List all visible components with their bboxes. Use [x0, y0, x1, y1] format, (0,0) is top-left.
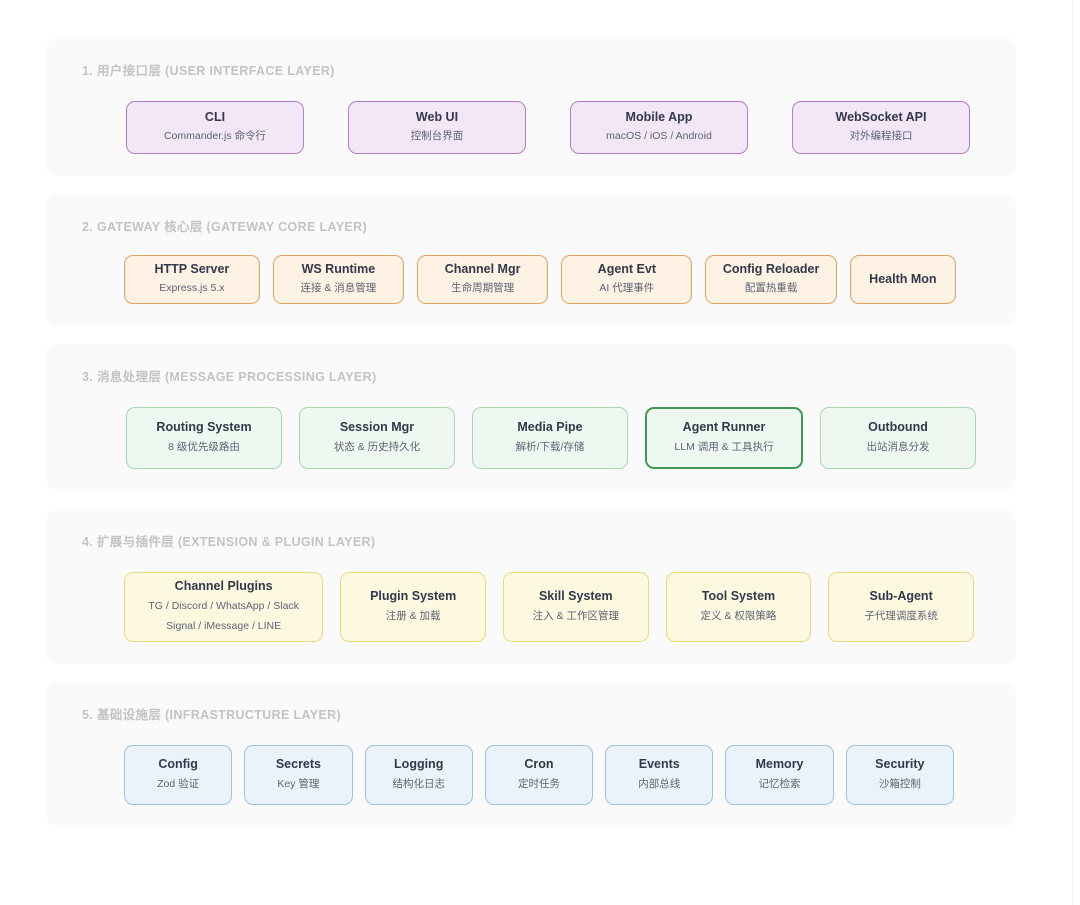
layer-header-5: 5. 基础设施层 (INFRASTRUCTURE LAYER): [82, 708, 342, 722]
node-title: Memory: [755, 757, 804, 772]
layer-stack: 1. 用户接口层 (USER INTERFACE LAYER) CLI Comm…: [46, 38, 1016, 845]
node-title: Media Pipe: [517, 420, 583, 435]
node-config-reloader[interactable]: Config Reloader 配置热重载: [705, 255, 837, 304]
node-tool-system[interactable]: Tool System 定义 & 权限策略: [665, 572, 812, 642]
node-subtitle-line2: Signal / iMessage / LINE: [166, 619, 282, 632]
node-session-mgr[interactable]: Session Mgr 状态 & 历史持久化: [299, 407, 455, 469]
node-title: Plugin System: [370, 589, 457, 604]
node-ws-runtime[interactable]: WS Runtime 连接 & 消息管理: [272, 255, 404, 304]
node-mobile-app[interactable]: Mobile App macOS / iOS / Android: [570, 101, 748, 154]
node-channel-plugins[interactable]: Channel Plugins TG / Discord / WhatsApp …: [124, 572, 324, 642]
node-subtitle: TG / Discord / WhatsApp / Slack: [148, 600, 299, 613]
node-title: Session Mgr: [339, 420, 415, 435]
layer-header-4: 4. 扩展与插件层 (EXTENSION & PLUGIN LAYER): [82, 535, 376, 549]
layer-header-2: 2. GATEWAY 核心层 (GATEWAY CORE LAYER): [82, 220, 367, 234]
node-subtitle: 结构化日志: [392, 777, 445, 790]
node-agent-evt[interactable]: Agent Evt AI 代理事件: [561, 255, 693, 304]
node-title: Logging: [394, 757, 444, 772]
layer-node-row-1: CLI Commander.js 命令行 Web UI 控制台界面 Mobile…: [68, 101, 994, 154]
layer-panel-message-processing: 3. 消息处理层 (MESSAGE PROCESSING LAYER) Rout…: [46, 344, 1016, 491]
layer-panel-user-interface: 1. 用户接口层 (USER INTERFACE LAYER) CLI Comm…: [46, 38, 1016, 176]
node-media-pipe[interactable]: Media Pipe 解析/下载/存储: [472, 407, 628, 469]
node-subtitle: Key 管理: [277, 777, 320, 790]
node-subtitle: Express.js 5.x: [159, 282, 225, 295]
node-subtitle: 解析/下载/存储: [515, 440, 585, 453]
node-title: WS Runtime: [301, 261, 376, 276]
layer-node-row-5: Config Zod 验证 Secrets Key 管理 Logging 结构化…: [68, 745, 994, 805]
layer-panel-infrastructure: 5. 基础设施层 (INFRASTRUCTURE LAYER) Config Z…: [46, 682, 1016, 827]
layer-header-3: 3. 消息处理层 (MESSAGE PROCESSING LAYER): [82, 370, 377, 384]
node-subtitle: 出站消息分发: [866, 440, 930, 453]
node-subtitle: 配置热重载: [744, 282, 798, 295]
node-subtitle: 定义 & 权限策略: [700, 609, 777, 622]
node-title: Health Mon: [869, 271, 937, 286]
node-title: HTTP Server: [154, 261, 230, 276]
node-outbound[interactable]: Outbound 出站消息分发: [820, 407, 976, 469]
node-subtitle: 沙箱控制: [878, 777, 921, 790]
node-subtitle: 8 级优先级路由: [168, 440, 240, 453]
node-title: Channel Plugins: [174, 579, 273, 594]
node-subtitle: Commander.js 命令行: [163, 130, 267, 143]
layer-panel-gateway-core: 2. GATEWAY 核心层 (GATEWAY CORE LAYER) HTTP…: [46, 194, 1016, 326]
node-subtitle: 控制台界面: [410, 130, 464, 143]
node-http-server[interactable]: HTTP Server Express.js 5.x: [124, 255, 260, 304]
node-skill-system[interactable]: Skill System 注入 & 工作区管理: [502, 572, 649, 642]
node-title: Cron: [524, 757, 554, 772]
node-title: Mobile App: [625, 109, 693, 124]
node-title: Tool System: [701, 589, 776, 604]
layer-node-row-3: Routing System 8 级优先级路由 Session Mgr 状态 &…: [68, 407, 994, 469]
node-logging[interactable]: Logging 结构化日志: [364, 745, 473, 805]
node-subtitle: Zod 验证: [157, 777, 200, 790]
node-title: Config Reloader: [722, 261, 820, 276]
layer-node-row-4: Channel Plugins TG / Discord / WhatsApp …: [68, 572, 994, 642]
node-subtitle: 注入 & 工作区管理: [532, 609, 619, 622]
node-title: Web UI: [415, 109, 459, 124]
node-title: Agent Runner: [682, 420, 766, 435]
page-edge-rule: [1072, 0, 1073, 905]
node-title: Secrets: [275, 757, 322, 772]
node-subtitle: 注册 & 加载: [385, 609, 441, 622]
node-title: Skill System: [538, 589, 613, 604]
node-health-mon[interactable]: Health Mon: [849, 255, 957, 304]
node-secrets[interactable]: Secrets Key 管理: [244, 745, 353, 805]
node-subtitle: 记忆检索: [758, 777, 801, 790]
layer-panel-extension-plugin: 4. 扩展与插件层 (EXTENSION & PLUGIN LAYER) Cha…: [46, 509, 1016, 664]
node-events[interactable]: Events 内部总线: [605, 745, 714, 805]
node-subtitle: 内部总线: [638, 777, 681, 790]
node-subtitle: 子代理调度系统: [864, 609, 938, 622]
node-channel-mgr[interactable]: Channel Mgr 生命周期管理: [417, 255, 549, 304]
node-subtitle: macOS / iOS / Android: [606, 130, 712, 143]
node-title: WebSocket API: [835, 109, 927, 124]
node-cron[interactable]: Cron 定时任务: [484, 745, 594, 805]
node-subtitle: 定时任务: [517, 777, 560, 790]
node-agent-runner[interactable]: Agent Runner LLM 调用 & 工具执行: [645, 407, 803, 469]
node-title: Events: [638, 757, 680, 772]
node-subtitle: 状态 & 历史持久化: [333, 440, 421, 453]
node-subtitle: 连接 & 消息管理: [300, 282, 377, 295]
node-title: Outbound: [868, 420, 928, 435]
node-websocket-api[interactable]: WebSocket API 对外编程接口: [792, 101, 970, 154]
node-config[interactable]: Config Zod 验证: [124, 745, 233, 805]
node-title: Config: [158, 757, 198, 772]
node-sub-agent[interactable]: Sub-Agent 子代理调度系统: [828, 572, 974, 642]
node-subtitle: LLM 调用 & 工具执行: [674, 440, 774, 453]
node-title: CLI: [204, 109, 226, 124]
node-routing-system[interactable]: Routing System 8 级优先级路由: [126, 407, 282, 469]
node-cli[interactable]: CLI Commander.js 命令行: [126, 101, 304, 154]
node-plugin-system[interactable]: Plugin System 注册 & 加载: [340, 572, 486, 642]
node-web-ui[interactable]: Web UI 控制台界面: [348, 101, 526, 154]
node-title: Routing System: [156, 420, 252, 435]
node-title: Agent Evt: [597, 261, 657, 276]
node-memory[interactable]: Memory 记忆检索: [725, 745, 834, 805]
node-title: Security: [875, 757, 925, 772]
layer-header-1: 1. 用户接口层 (USER INTERFACE LAYER): [82, 64, 335, 78]
node-security[interactable]: Security 沙箱控制: [845, 745, 954, 805]
node-subtitle: 生命周期管理: [451, 282, 515, 295]
node-subtitle: 对外编程接口: [849, 130, 913, 143]
layer-node-row-2: HTTP Server Express.js 5.x WS Runtime 连接…: [68, 255, 994, 304]
node-subtitle: AI 代理事件: [599, 282, 655, 295]
node-title: Sub-Agent: [869, 589, 933, 604]
node-title: Channel Mgr: [444, 261, 521, 276]
